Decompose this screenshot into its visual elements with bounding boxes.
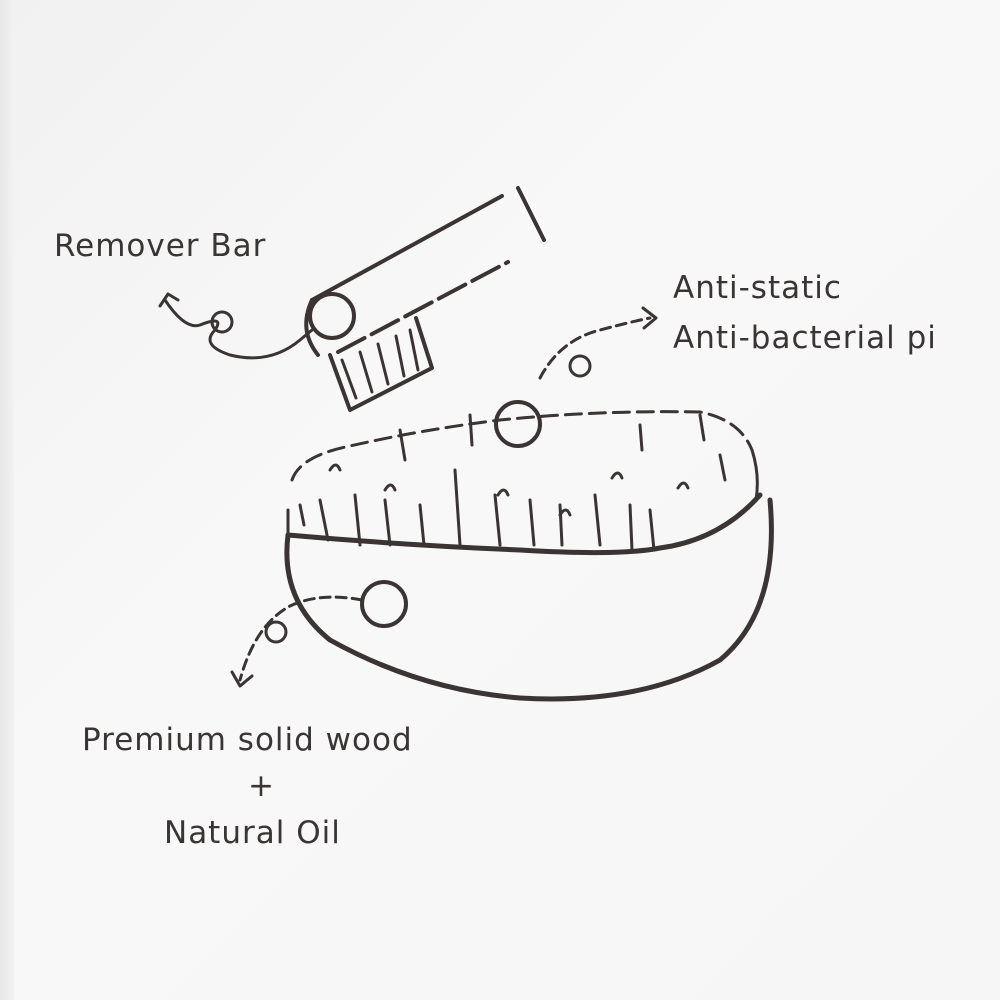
wood-label: Premium solid wood: [82, 722, 413, 758]
pins-arrow: [538, 316, 652, 380]
remover-bar-label: Remover Bar: [54, 228, 267, 264]
wood-arrow: [238, 595, 364, 682]
anti-static-label: Anti-static: [673, 270, 842, 306]
brush-body-drawing: [284, 448, 774, 702]
page-edge-shadow: [0, 0, 14, 1000]
plus-label: +: [248, 768, 275, 804]
oil-label: Natural Oil: [164, 815, 341, 851]
remover-bar-drawing: [304, 186, 546, 412]
remover-arrow: [163, 298, 314, 360]
pins-drawing: [290, 400, 754, 552]
anti-bacterial-label: Anti-bacterial pi: [673, 320, 937, 356]
